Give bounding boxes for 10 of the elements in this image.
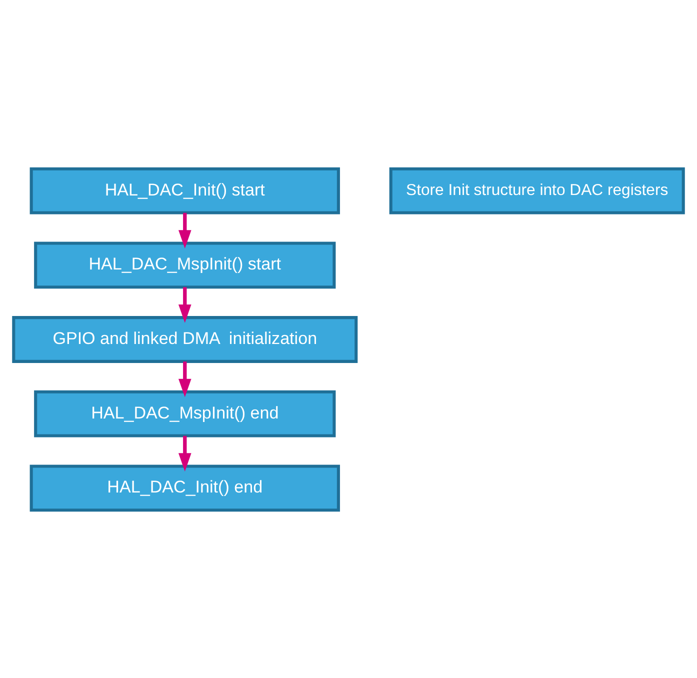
node-box: HAL_DAC_MspInit() start: [34, 241, 336, 288]
node-box: Store Init structure into DAC registers: [389, 166, 685, 214]
node-box: GPIO and linked DMA initialization: [12, 316, 358, 362]
node-box: HAL_DAC_MspInit() end: [34, 390, 336, 437]
arrow: [178, 435, 192, 471]
node-box: HAL_DAC_Init() start: [30, 166, 340, 214]
arrow: [178, 212, 192, 248]
arrow: [178, 361, 192, 397]
arrow: [178, 286, 192, 322]
node-box: HAL_DAC_Init() end: [30, 464, 340, 512]
